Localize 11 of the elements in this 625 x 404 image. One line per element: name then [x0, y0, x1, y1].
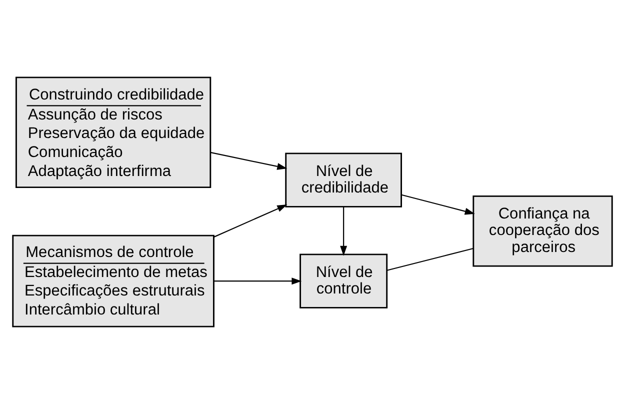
node-box: Confiança na cooperação dos parceiros — [472, 195, 613, 267]
connector — [386, 248, 474, 271]
node-box: Construindo credibilidade Assunção de riscos Preservação da equidade Comunicação Adaptação interfirma — [16, 76, 212, 188]
arrow — [214, 278, 302, 285]
arrow — [210, 152, 288, 170]
arrow — [214, 204, 288, 238]
arrow — [340, 206, 348, 256]
node-box: Nível de credibilidade — [285, 152, 402, 208]
node-box: Nível de controle — [300, 254, 388, 308]
node-box: Mecanismos de controle Estabelecimento de metas Especificações estruturais Intercâmbio cultural — [12, 234, 214, 328]
arrow — [402, 194, 475, 215]
